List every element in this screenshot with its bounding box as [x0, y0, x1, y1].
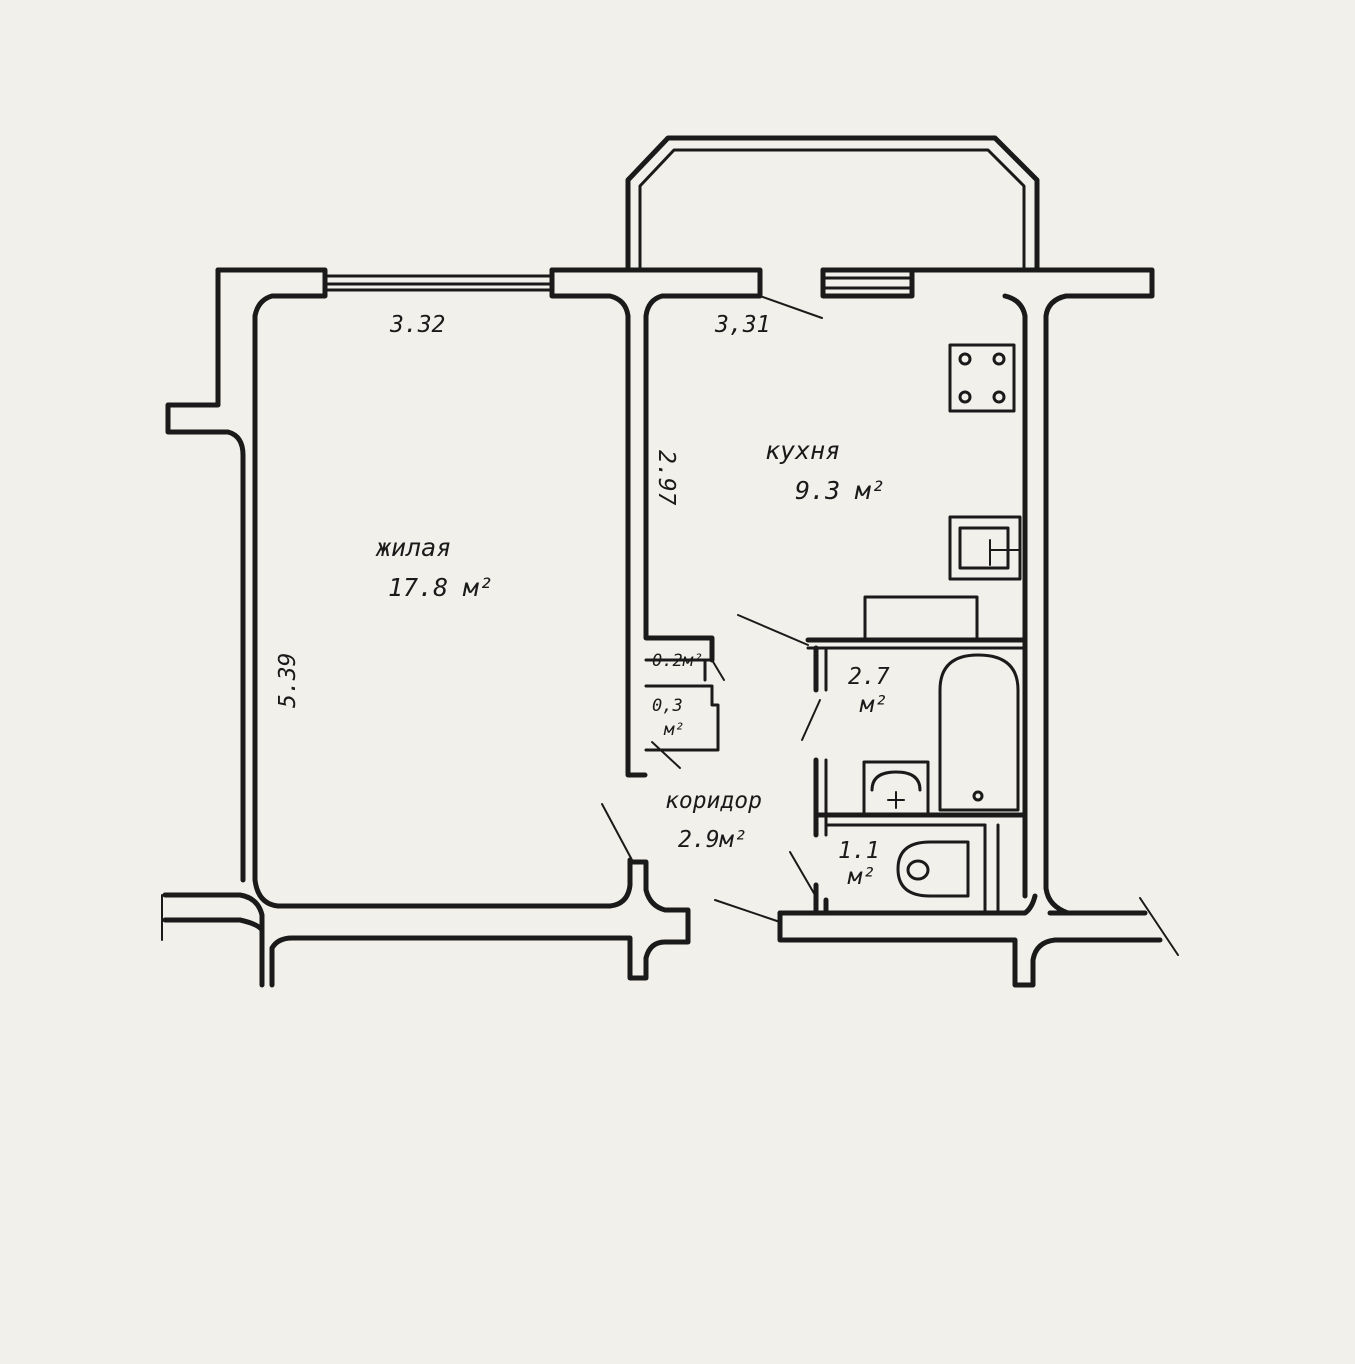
window-living	[323, 274, 554, 292]
kitchen-right-wall	[1002, 293, 1028, 899]
bathroom-area-value: 2.7	[848, 664, 890, 690]
living-room-area: 17.8 м²	[388, 573, 493, 602]
living-room-walls	[252, 313, 648, 909]
balcony-door-swing	[759, 295, 823, 319]
toilet-area-unit: м²	[847, 864, 876, 890]
bathroom-walls	[805, 637, 1028, 916]
toilet-fixture	[896, 840, 970, 898]
closet-lower-area-unit: м²	[663, 720, 684, 740]
exterior-wall-top	[165, 267, 1155, 883]
balcony	[625, 135, 1040, 271]
bathtub	[938, 653, 1020, 812]
closet-upper-area: 0.2м²	[652, 651, 703, 671]
corridor-name: коридор	[665, 788, 762, 814]
kitchen-name: кухня	[765, 436, 840, 465]
kitchen-area: 9.3 м²	[795, 476, 885, 505]
window-kitchen	[821, 276, 914, 290]
toilet-area-value: 1.1	[838, 838, 880, 864]
bathroom-area-unit: м²	[859, 692, 888, 718]
dimension-living-width: 3.32	[389, 312, 445, 338]
exterior-wall-bottom	[161, 313, 1179, 988]
corridor-area: 2.9м²	[678, 827, 747, 853]
door-swings	[601, 614, 821, 923]
partition-living-kitchen	[643, 313, 725, 769]
living-room-name: жилая	[375, 533, 451, 562]
dimension-kitchen-width: 3,31	[714, 312, 770, 338]
washbasin	[862, 760, 930, 816]
dimension-kitchen-depth: 2.97	[653, 450, 679, 506]
closet-lower-area-value: 0,3	[652, 696, 683, 716]
dimension-living-depth: 5.39	[275, 653, 301, 708]
kitchen-counter	[863, 595, 979, 641]
stove	[948, 343, 1016, 413]
kitchen-sink	[948, 515, 1022, 581]
